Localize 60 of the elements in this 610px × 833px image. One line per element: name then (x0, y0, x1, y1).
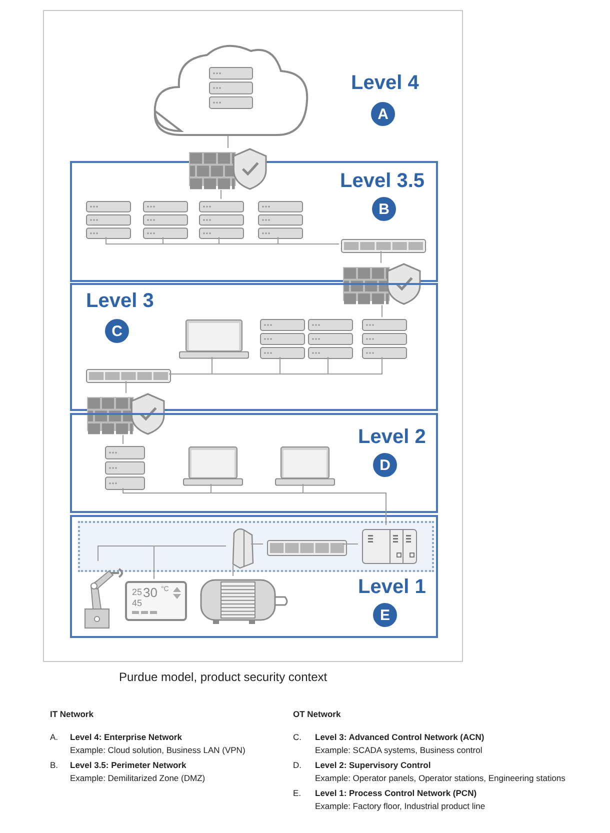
level-title: Level 2 (358, 427, 426, 447)
level-badge: D (373, 453, 397, 477)
server-stack-icon (258, 201, 303, 239)
level-name: Level 3: Advanced Control Network (ACN) (315, 733, 484, 742)
display-reading: 30 (143, 586, 158, 599)
connector-line (232, 564, 234, 576)
device-zone (78, 521, 434, 572)
example-text: Example: Factory floor, Industrial product line (315, 802, 486, 812)
server-stack-icon (86, 201, 131, 239)
connector-line (220, 190, 222, 200)
firewall-icon (189, 148, 267, 190)
server-stack-icon (199, 201, 244, 239)
controller-icon (362, 529, 417, 564)
network-switch-icon (86, 369, 171, 383)
level-badge: B (372, 197, 396, 221)
network-switch-icon (341, 239, 426, 253)
example-text: Example: Demilitarized Zone (DMZ) (70, 774, 206, 784)
level-name: Level 4: Enterprise Network (70, 733, 182, 742)
example-text: Example: Operator panels, Operator stations, Engineering stations (315, 774, 566, 784)
level-title: Level 4 (351, 73, 419, 93)
level-band (70, 413, 438, 513)
level-name: Level 2: Supervisory Control (315, 761, 431, 770)
list-marker: C. (293, 733, 302, 742)
example-text: Example: Cloud solution, Business LAN (VPN) (70, 746, 246, 756)
level-title: Level 1 (358, 577, 426, 597)
level-name: Level 3.5: Perimeter Network (70, 761, 186, 770)
level-badge: A (371, 102, 395, 126)
list-marker: B. (50, 761, 58, 770)
server-stack-icon (308, 319, 353, 359)
level-title: Level 3.5 (340, 171, 425, 191)
level-title: Level 3 (86, 291, 154, 311)
section-heading: IT Network (50, 710, 94, 720)
level-band (70, 515, 438, 638)
server-stack-icon (362, 319, 407, 359)
firewall-icon (343, 263, 421, 305)
server-stack-icon (143, 201, 188, 239)
network-switch-icon (267, 540, 347, 556)
connector-line (380, 250, 382, 264)
display-reading: 45 (132, 599, 142, 608)
laptop-icon (183, 446, 243, 486)
list-marker: E. (293, 789, 302, 798)
motor-icon (199, 578, 289, 626)
level-badge: C (105, 319, 129, 343)
server-stack-icon (260, 319, 305, 359)
gateway-device-icon (230, 527, 255, 569)
level-badge: E (373, 603, 397, 627)
thermostat-panel (125, 581, 187, 621)
laptop-icon (275, 446, 335, 486)
laptop-icon (179, 319, 249, 359)
level-name: Level 1: Process Control Network (PCN) (315, 789, 477, 798)
list-marker: A. (50, 733, 58, 742)
server-stack-icon (105, 446, 145, 490)
example-text: Example: SCADA systems, Business control (315, 746, 482, 756)
connector-line (122, 434, 124, 444)
display-reading: 25 (132, 588, 142, 597)
section-heading: OT Network (293, 710, 341, 720)
caption: Purdue model, product security context (119, 670, 328, 684)
firewall-icon (87, 393, 165, 435)
list-marker: D. (293, 761, 302, 770)
connector-line (278, 236, 340, 244)
